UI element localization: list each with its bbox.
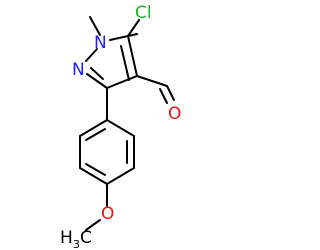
methyl-group-label: H 3 C	[60, 228, 92, 250]
bond-cho-o-second	[159, 88, 168, 104]
bond-ar6-ar1	[106, 119, 135, 137]
n1-methyl-nitrogen-label: N	[94, 33, 107, 53]
bond-ar1-ar2-inner	[85, 128, 106, 141]
bond-c4-c3	[106, 75, 138, 89]
bond-ar4-ar5	[106, 167, 135, 185]
bond-ar3-ar4-inner	[85, 163, 106, 176]
bond-cho-o	[166, 85, 175, 101]
bond-n1-methyl	[89, 16, 101, 36]
bond-lines	[79, 16, 175, 231]
aldehyde-oxygen-label: O	[168, 104, 181, 124]
bond-ar3-ar4	[79, 167, 108, 185]
bond-c3-n2-inner	[90, 67, 104, 80]
methyl-carbon-label: C	[80, 228, 92, 248]
chemical-structure-diagram: Cl N N O O H 3 C	[60, 3, 181, 250]
bond-n1-c5	[109, 33, 138, 41]
bond-c5-cl	[127, 19, 140, 37]
methyl-subscript-label: 3	[73, 238, 80, 250]
bond-c3-n2	[86, 73, 108, 89]
methyl-hydrogen-label: H	[60, 228, 73, 248]
n2-nitrogen-label: N	[72, 60, 85, 80]
atom-labels: Cl N N O O H 3 C	[60, 3, 181, 250]
chlorine-atom-label: Cl	[135, 3, 152, 23]
bond-o-ch3	[85, 219, 101, 231]
bond-ar1-ar2	[79, 119, 108, 137]
bond-c5-c4-inner	[120, 45, 130, 81]
ether-oxygen-label: O	[101, 204, 114, 224]
bond-c4-cho	[136, 75, 168, 87]
bond-c5-c4	[127, 35, 138, 77]
bond-n2-n1	[85, 48, 98, 62]
